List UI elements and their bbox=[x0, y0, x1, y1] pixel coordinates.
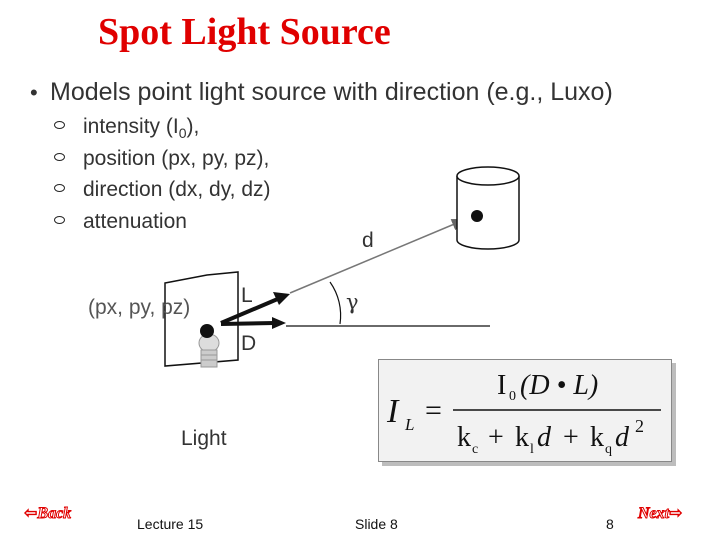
sub-bullet-subscript: 0 bbox=[178, 125, 187, 142]
formula-den-k2: k bbox=[515, 422, 529, 453]
vector-L bbox=[220, 296, 281, 325]
ring-bullet-icon bbox=[54, 121, 65, 130]
cylinder-object bbox=[456, 166, 520, 250]
formula-lhs: I bbox=[386, 393, 400, 430]
formula-den-plus2: + bbox=[563, 422, 579, 453]
label-light: Light bbox=[181, 427, 227, 450]
formula-den-k2-sub: l bbox=[530, 442, 534, 457]
ray-d bbox=[289, 218, 467, 294]
slide-title: Spot Light Source bbox=[98, 11, 391, 53]
back-button[interactable]: ⇦Back bbox=[24, 503, 72, 523]
label-d: d bbox=[362, 229, 374, 252]
label-gamma: γ bbox=[346, 290, 359, 314]
footer-lecture: Lecture 15 bbox=[137, 516, 204, 532]
ring-bullet-icon bbox=[54, 184, 65, 193]
ring-bullet-icon bbox=[54, 153, 65, 162]
sub-bullet-attenuation: attenuation bbox=[54, 210, 187, 234]
sub-bullet-text-post: ), bbox=[186, 115, 200, 138]
label-L: L bbox=[241, 284, 253, 307]
formula-den-k1: k bbox=[457, 422, 471, 453]
formula-graphic: I L = I 0 (D • L) k c + k l d + k q d 2 bbox=[386, 370, 661, 457]
formula-den-k1-sub: c bbox=[472, 442, 478, 457]
formula-lhs-sub: L bbox=[404, 415, 414, 434]
sub-bullet-direction: direction (dx, dy, dz) bbox=[54, 178, 271, 202]
sub-bullet-text: position (px, py, pz), bbox=[83, 147, 270, 170]
gamma-arc bbox=[329, 281, 342, 325]
sub-bullet-position: position (px, py, pz), bbox=[54, 147, 269, 171]
label-position: (px, py, pz) bbox=[88, 296, 191, 319]
main-bullet: • Models point light source with directio… bbox=[30, 78, 613, 107]
formula-den-exp: 2 bbox=[635, 416, 644, 436]
next-button[interactable]: Next⇨ bbox=[637, 503, 683, 523]
attenuation-formula: I L = I 0 (D • L) k c + k l d + k q d 2 bbox=[378, 359, 672, 462]
label-D: D bbox=[241, 332, 257, 355]
back-label: Back bbox=[37, 505, 72, 523]
main-bullet-text: Models point light source with direction… bbox=[50, 78, 613, 106]
bullet-dot-icon: • bbox=[30, 80, 38, 105]
sub-bullet-text: direction (dx, dy, dz) bbox=[83, 178, 271, 201]
ring-bullet-icon bbox=[54, 216, 65, 225]
formula-den-d: d bbox=[537, 422, 552, 453]
left-arrow-icon: ⇦ bbox=[24, 505, 38, 522]
formula-den-k3-sub: q bbox=[605, 442, 612, 457]
sub-bullet-intensity: intensity (I0), bbox=[54, 115, 199, 141]
formula-num-rest: (D • L) bbox=[520, 370, 598, 401]
right-arrow-icon: ⇨ bbox=[669, 505, 683, 522]
target-point bbox=[471, 210, 483, 222]
formula-den-k3: k bbox=[590, 422, 604, 453]
formula-den-plus1: + bbox=[488, 422, 504, 453]
sub-bullet-text: intensity (I bbox=[83, 115, 179, 138]
light-bulb-icon bbox=[198, 324, 220, 368]
footer-slide: Slide 8 bbox=[355, 516, 398, 532]
light-point bbox=[200, 324, 214, 338]
next-label: Next bbox=[637, 505, 670, 523]
formula-num-I: I bbox=[497, 370, 506, 401]
formula-num-sub: 0 bbox=[509, 389, 516, 404]
vector-D bbox=[220, 321, 275, 326]
formula-den-d2: d bbox=[615, 422, 630, 453]
sub-bullet-text: attenuation bbox=[83, 210, 187, 233]
footer-page-number: 8 bbox=[606, 516, 614, 532]
formula-equals: = bbox=[425, 394, 442, 427]
